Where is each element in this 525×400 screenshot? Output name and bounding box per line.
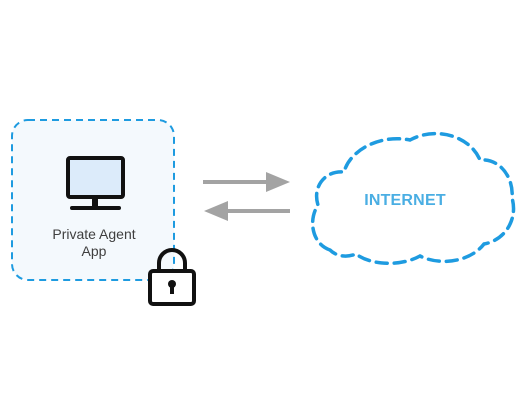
arrow-left-icon xyxy=(204,201,290,221)
internet-label: INTERNET xyxy=(364,192,446,209)
monitor-icon xyxy=(66,156,125,210)
lock-icon xyxy=(148,248,196,306)
cloud-outline xyxy=(310,131,516,265)
app-label-line2: App xyxy=(81,243,107,259)
arrow-right-icon xyxy=(203,172,290,192)
app-label-line1: Private Agent xyxy=(52,226,136,242)
